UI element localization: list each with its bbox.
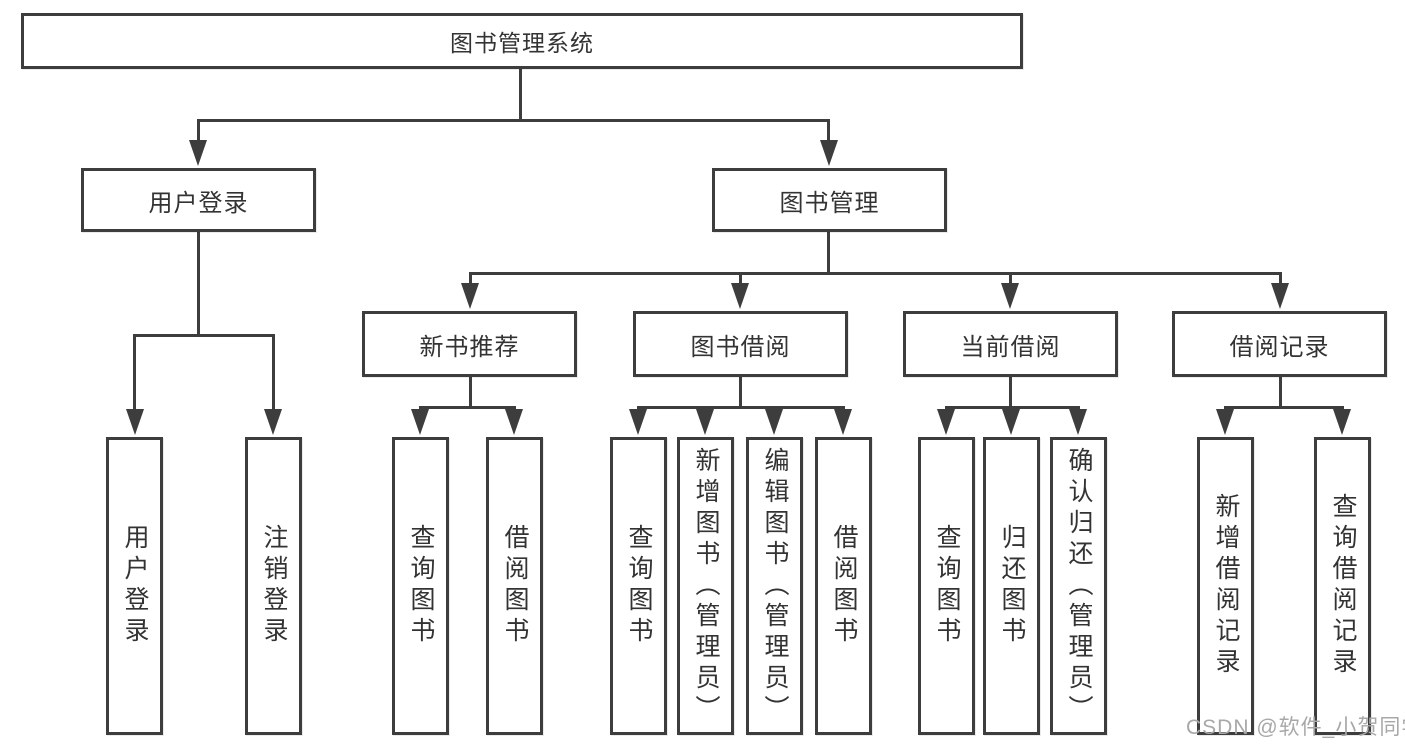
node-borrowing-records: 借阅记录 — [1172, 311, 1387, 377]
connector-user-login-stem — [197, 232, 200, 337]
node-book-borrowing: 图书借阅 — [633, 311, 848, 377]
node-book-management-label: 图书管理 — [779, 189, 880, 217]
connector-level1-rail — [197, 119, 830, 122]
leaf-return-book: 归还图书 — [983, 437, 1040, 735]
arrowhead-down-icon — [1216, 409, 1234, 435]
connector-line — [272, 334, 275, 412]
leaf-query-books-current: 查询图书 — [918, 437, 975, 735]
connector-line — [1279, 377, 1282, 408]
connector-line — [469, 272, 472, 286]
leaf-edit-book-admin-label: 编辑图书（管理员） — [761, 446, 789, 726]
node-root: 图书管理系统 — [21, 13, 1023, 69]
node-book-borrowing-label: 图书借阅 — [690, 333, 791, 361]
node-book-management: 图书管理 — [712, 168, 947, 232]
arrowhead-down-icon — [189, 140, 207, 166]
connector-line — [1009, 377, 1012, 408]
leaf-add-borrow-record-label: 新增借阅记录 — [1212, 493, 1240, 679]
connector-rail — [637, 406, 845, 409]
leaf-borrow-books-recommend: 借阅图书 — [486, 437, 543, 735]
csdn-watermark: CSDN @软件_小贺同学 — [1186, 716, 1405, 739]
leaf-logout: 注销登录 — [245, 437, 302, 735]
leaf-logout-label: 注销登录 — [260, 524, 288, 648]
connector-root-stem — [519, 69, 522, 122]
leaf-add-book-admin: 新增图书（管理员） — [677, 437, 734, 735]
leaf-confirm-return-admin: 确认归还（管理员） — [1050, 437, 1107, 735]
arrowhead-down-icon — [1333, 409, 1351, 435]
leaf-add-book-admin-label: 新增图书（管理员） — [692, 446, 720, 726]
connector-line — [197, 119, 200, 145]
arrowhead-down-icon — [834, 409, 852, 435]
node-root-label: 图书管理系统 — [450, 30, 594, 56]
leaf-confirm-return-admin-label: 确认归还（管理员） — [1065, 446, 1093, 726]
node-new-book-recommendation: 新书推荐 — [362, 311, 577, 377]
connector-line — [469, 377, 472, 408]
leaf-user-login: 用户登录 — [106, 437, 163, 735]
arrowhead-down-icon — [126, 409, 144, 435]
leaf-query-borrow-record: 查询借阅记录 — [1314, 437, 1371, 735]
connector-line — [1009, 272, 1012, 286]
leaf-query-books-borrow: 查询图书 — [610, 437, 667, 735]
arrowhead-down-icon — [1271, 283, 1289, 309]
connector-line — [739, 377, 742, 408]
leaf-edit-book-admin: 编辑图书（管理员） — [746, 437, 803, 735]
arrowhead-down-icon — [629, 409, 647, 435]
connector-rail — [419, 406, 516, 409]
arrowhead-down-icon — [264, 409, 282, 435]
arrowhead-down-icon — [505, 409, 523, 435]
connector-line — [827, 119, 830, 145]
leaf-query-books-recommend: 查询图书 — [392, 437, 449, 735]
arrowhead-down-icon — [1002, 409, 1020, 435]
node-borrowing-records-label: 借阅记录 — [1229, 333, 1330, 361]
arrowhead-down-icon — [1069, 409, 1087, 435]
leaf-query-borrow-record-label: 查询借阅记录 — [1329, 493, 1357, 679]
connector-line — [133, 334, 136, 412]
arrowhead-down-icon — [411, 409, 429, 435]
leaf-borrow-books: 借阅图书 — [815, 437, 872, 735]
arrowhead-down-icon — [820, 140, 838, 166]
connector-user-login-rail — [133, 334, 275, 337]
arrowhead-down-icon — [937, 409, 955, 435]
node-user-login: 用户登录 — [81, 168, 316, 232]
leaf-borrow-books-recommend-label: 借阅图书 — [501, 524, 529, 648]
arrowhead-down-icon — [696, 409, 714, 435]
connector-book-mgmt-stem — [827, 232, 830, 275]
leaf-add-borrow-record: 新增借阅记录 — [1197, 437, 1254, 735]
node-current-borrowing: 当前借阅 — [903, 311, 1118, 377]
connector-line — [739, 272, 742, 286]
leaf-query-books-borrow-label: 查询图书 — [625, 524, 653, 648]
leaf-user-login-label: 用户登录 — [121, 524, 149, 648]
arrowhead-down-icon — [765, 409, 783, 435]
arrowhead-down-icon — [461, 283, 479, 309]
connector-rail — [1224, 406, 1344, 409]
leaf-query-books-current-label: 查询图书 — [933, 524, 961, 648]
arrowhead-down-icon — [731, 283, 749, 309]
leaf-query-books-recommend-label: 查询图书 — [407, 524, 435, 648]
node-user-login-label: 用户登录 — [148, 189, 249, 217]
connector-level3-rail — [469, 272, 1282, 275]
connector-line — [1279, 272, 1282, 286]
leaf-return-book-label: 归还图书 — [998, 524, 1026, 648]
leaf-borrow-books-label: 借阅图书 — [830, 524, 858, 648]
node-current-borrowing-label: 当前借阅 — [960, 333, 1061, 361]
arrowhead-down-icon — [1001, 283, 1019, 309]
node-new-book-recommendation-label: 新书推荐 — [419, 333, 520, 361]
